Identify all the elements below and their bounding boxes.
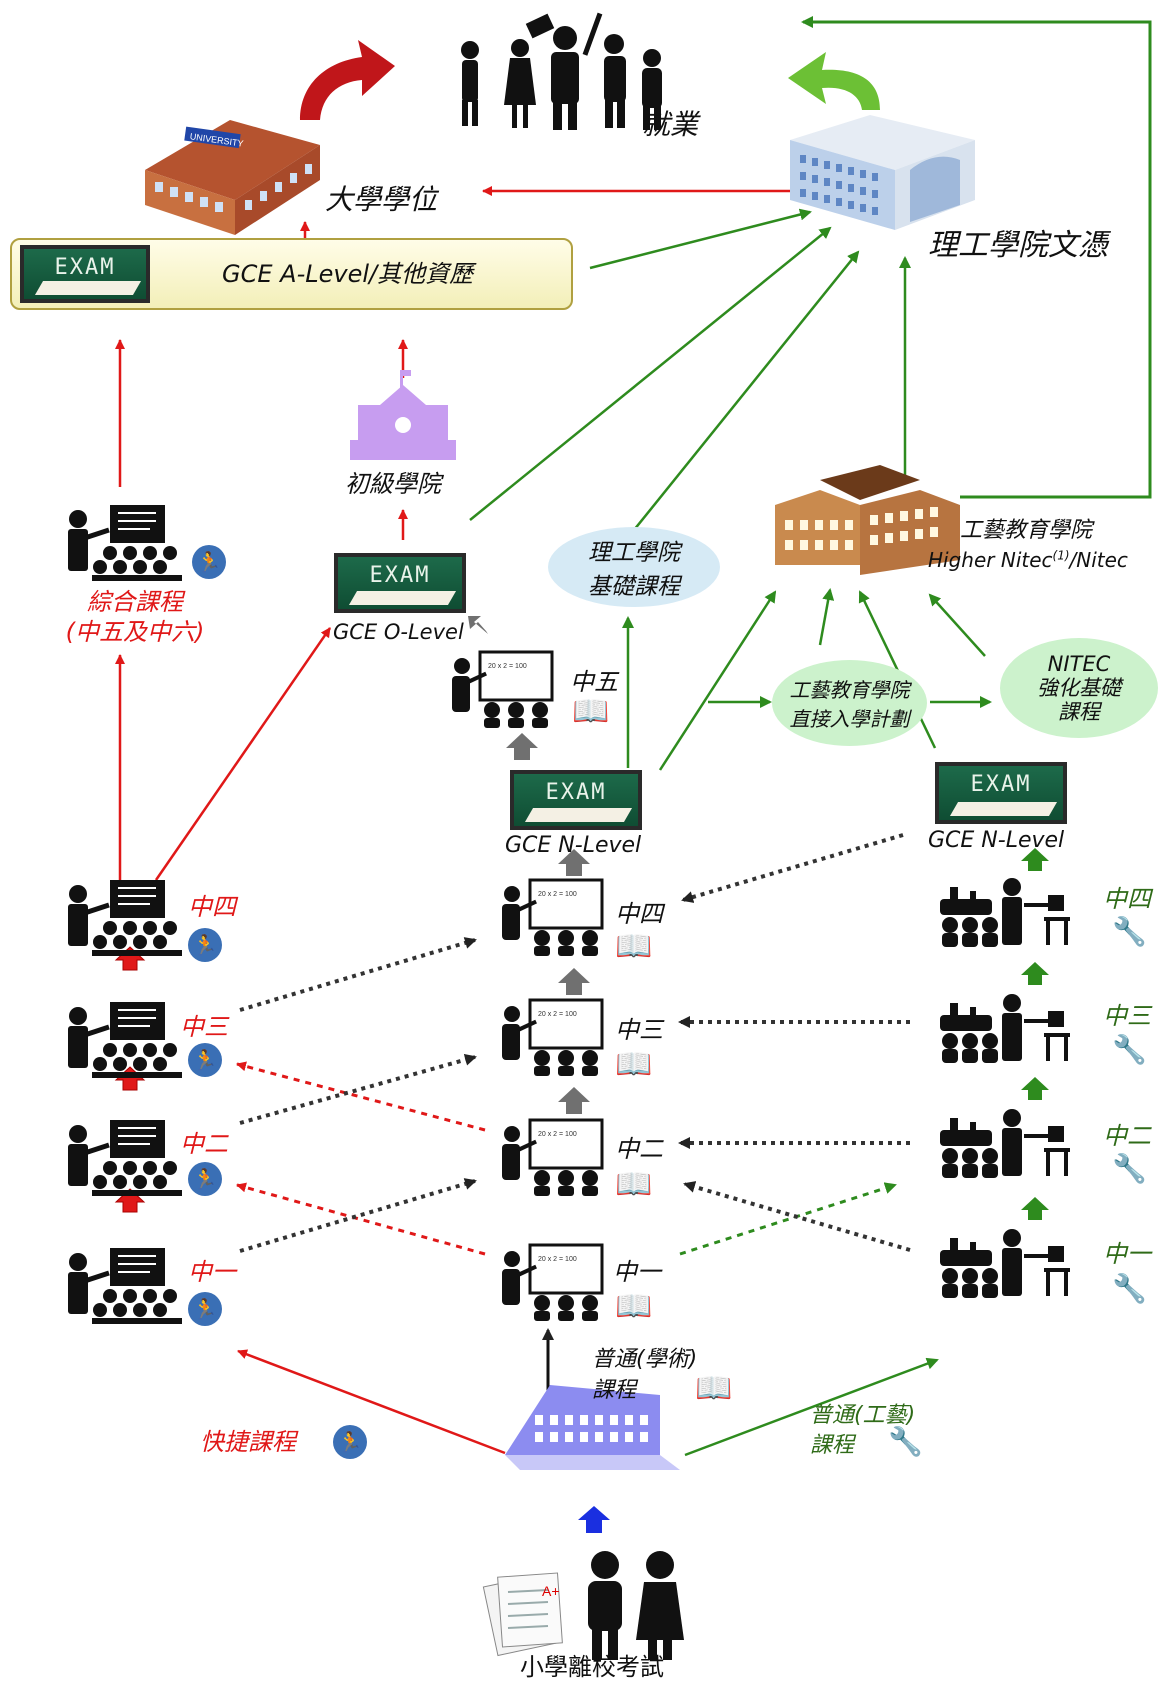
ite-building-icon — [775, 465, 960, 575]
tools-icon: 🔧 — [888, 1425, 923, 1458]
alevel-label: GCE A-Level/其他資歷 — [222, 260, 474, 288]
junior-college-icon — [350, 370, 456, 460]
university-building-icon: UNIVERSITY — [145, 120, 320, 235]
tools-icon: 🔧 — [1112, 915, 1147, 948]
integrated-label-2: (中五及中六) — [65, 618, 205, 646]
s5-label: 中五 — [570, 668, 618, 696]
book-icon: 📖 — [695, 1371, 733, 1406]
exam-board-icon: EXAM — [935, 762, 1067, 824]
academic-s1-label: 中一 — [613, 1258, 661, 1286]
technical-stream-label-1: 普通(工藝) — [810, 1403, 916, 1428]
academic-teacher-icons: 20 x 2 = 100 20 x 2 = 100 20 x 2 = 100 2… — [452, 650, 604, 1321]
runner-icon: 🏃 — [188, 928, 222, 962]
runner-icon: 🏃 — [333, 1425, 367, 1459]
university-label: 大學學位 — [325, 183, 438, 216]
academic-s2-label: 中二 — [615, 1135, 663, 1163]
academic-s3-label: 中三 — [615, 1016, 663, 1044]
secondary-school-icon — [505, 1385, 680, 1470]
express-s2-label: 中二 — [180, 1130, 228, 1158]
runner-icon: 🏃 — [188, 1162, 222, 1196]
technical-s2-label: 中二 — [1103, 1122, 1151, 1150]
poly-diploma-label: 理工學院文憑 — [928, 228, 1108, 263]
technical-workshop-icons — [940, 878, 1070, 1298]
technical-s1-label: 中一 — [1103, 1240, 1151, 1268]
express-stream-label: 快捷課程 — [200, 1428, 296, 1456]
svg-text:20 x 2 = 100: 20 x 2 = 100 — [538, 1131, 577, 1138]
book-icon: 📖 — [572, 694, 610, 729]
exam-board-icon: EXAM — [20, 245, 150, 303]
poly-foundation-oval: 理工學院 基礎課程 — [548, 527, 720, 607]
express-teacher-icons — [68, 505, 182, 1324]
technical-stream-label-2: 課程 — [810, 1433, 855, 1458]
express-s1-label: 中一 — [188, 1258, 236, 1286]
technical-s3-label: 中三 — [1103, 1002, 1151, 1030]
book-icon: 📖 — [615, 1289, 653, 1324]
people-silhouettes — [461, 12, 662, 130]
academic-s4-label: 中四 — [615, 900, 663, 928]
poly-foundation-label-1: 理工學院 — [588, 540, 680, 566]
book-icon: 📖 — [615, 929, 653, 964]
runner-icon: 🏃 — [188, 1292, 222, 1326]
employment-label: 就業 — [642, 108, 699, 141]
junior-college-label: 初級學院 — [345, 470, 441, 498]
ite-label-1: 工藝教育學院 — [960, 518, 1093, 543]
psle-students-icon: A+ — [482, 1551, 684, 1660]
book-icon: 📖 — [615, 1047, 653, 1082]
clock-icon — [395, 417, 411, 433]
ite-label-2: Higher Nitec(1)/Nitec — [928, 548, 1128, 572]
nitec-foundation-oval: NITEC 強化基礎 課程 — [1000, 638, 1158, 738]
runner-icon: 🏃 — [192, 545, 226, 579]
svg-text:20 x 2 = 100: 20 x 2 = 100 — [488, 663, 527, 670]
express-s4-label: 中四 — [188, 893, 236, 921]
tools-icon: 🔧 — [1112, 1272, 1147, 1305]
tools-icon: 🔧 — [1112, 1152, 1147, 1185]
technical-s4-label: 中四 — [1103, 885, 1151, 913]
polytechnic-building-icon — [790, 115, 975, 230]
red-curved-arrow — [300, 40, 395, 120]
express-s3-label: 中三 — [180, 1013, 228, 1041]
olevel-label: GCE O-Level — [333, 620, 464, 644]
academic-stream-label-1: 普通(學術) — [592, 1347, 698, 1372]
nlevel-right-label: GCE N-Level — [928, 828, 1065, 853]
tools-icon: 🔧 — [1112, 1033, 1147, 1066]
book-icon: 📖 — [615, 1167, 653, 1202]
ite-direct-oval: 工藝教育學院 直接入學計劃 — [772, 660, 927, 746]
nlevel-mid-label: GCE N-Level — [505, 833, 642, 858]
svg-text:20 x 2 = 100: 20 x 2 = 100 — [538, 1256, 577, 1263]
exam-board-icon: EXAM — [334, 553, 466, 613]
svg-text:A+: A+ — [542, 1583, 560, 1599]
svg-text:20 x 2 = 100: 20 x 2 = 100 — [538, 891, 577, 898]
psle-label: 小學離校考試 — [520, 1653, 664, 1681]
green-curved-arrow — [788, 52, 880, 110]
svg-text:20 x 2 = 100: 20 x 2 = 100 — [538, 1011, 577, 1018]
academic-stream-label-2: 課程 — [592, 1378, 637, 1403]
poly-foundation-label-2: 基礎課程 — [588, 574, 680, 600]
exam-board-icon: EXAM — [510, 770, 642, 830]
integrated-label-1: 綜合課程 — [87, 588, 183, 616]
runner-icon: 🏃 — [188, 1043, 222, 1077]
